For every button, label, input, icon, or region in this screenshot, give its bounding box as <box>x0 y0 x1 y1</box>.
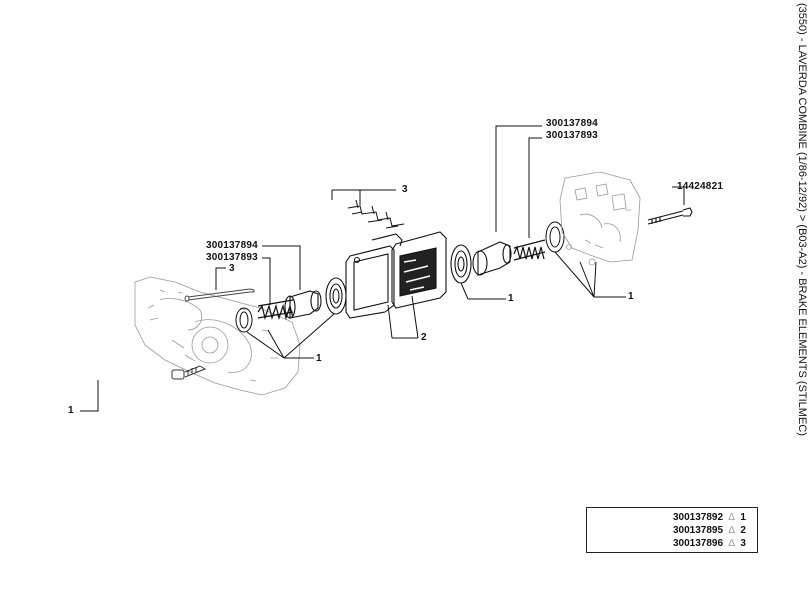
page-title: (3550) - LAVERDA COMBINE (1/86-12/92) > … <box>796 3 808 603</box>
kit-part-number: 300137896 <box>673 538 724 549</box>
kit-ref-number: 2 <box>740 525 746 536</box>
reference-number-label: 1 <box>508 293 514 304</box>
kit-part-number: 300137895 <box>673 525 724 536</box>
reference-number-label: 1 <box>68 405 74 416</box>
long-bolt <box>647 207 693 225</box>
anti-rattle-spring <box>347 199 405 229</box>
part-number-label: 14424821 <box>677 181 724 192</box>
bleed-screw <box>171 365 207 380</box>
kit-row: 300137892 ∆ 1 <box>673 512 746 523</box>
kit-part-number: 300137892 <box>673 512 724 523</box>
kit-ref-number: 1 <box>740 512 746 523</box>
reference-number-label: 1 <box>316 353 322 364</box>
right-spring <box>513 239 546 261</box>
kit-table: 300137892 ∆ 1 300137895 ∆ 2 300137896 ∆ … <box>586 507 758 553</box>
part-number-label: 300137893 <box>206 252 258 263</box>
kit-row: 300137895 ∆ 2 <box>673 525 746 536</box>
reference-number-label: 2 <box>421 332 427 343</box>
page-title-text: (3550) - LAVERDA COMBINE (1/86-12/92) > … <box>796 3 808 436</box>
right-brake-pad <box>371 231 447 309</box>
reference-number-label: 3 <box>229 263 235 274</box>
right-dust-boot <box>450 244 472 284</box>
left-piston <box>284 290 322 319</box>
part-number-label: 300137894 <box>546 118 598 129</box>
right-caliper-housing <box>559 171 641 266</box>
left-caliper-housing <box>134 276 301 396</box>
left-pin <box>184 288 255 302</box>
kit-row: 300137896 ∆ 3 <box>673 538 746 549</box>
left-spring <box>257 299 294 321</box>
part-number-label: 300137893 <box>546 130 598 141</box>
part-number-label: 300137894 <box>206 240 258 251</box>
kit-ref-number: 3 <box>740 538 746 549</box>
reference-number-label: 3 <box>402 184 408 195</box>
left-dust-boot <box>325 277 347 315</box>
reference-number-label: 1 <box>628 291 634 302</box>
right-piston <box>472 241 512 276</box>
left-seal-ring <box>235 307 253 333</box>
left-brake-pad <box>345 245 395 319</box>
